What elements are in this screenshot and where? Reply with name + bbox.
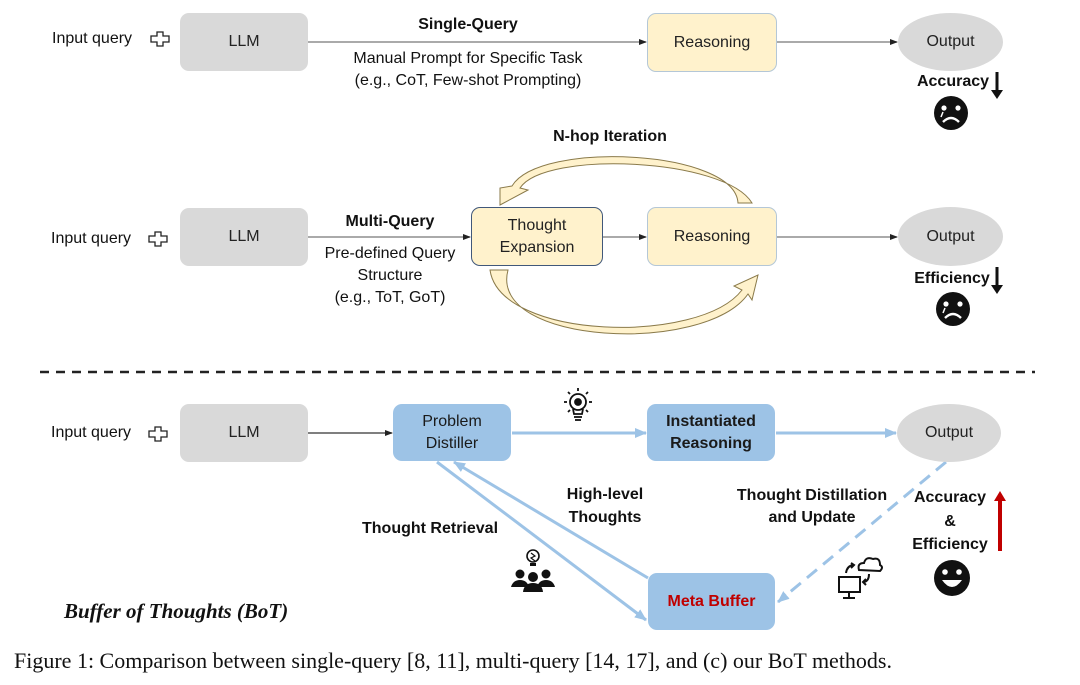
iteration-arrow-bottom [489,269,759,335]
metric-label-accuracy: Accuracy [913,489,987,506]
llm-label: LLM [228,228,260,245]
metric-label-efficiency: Efficiency [912,536,988,553]
instantiated-label-line2: Reasoning [670,434,752,452]
distiller-label-line1: Problem [422,412,482,430]
team-idea-icon [511,549,555,592]
high-level-thoughts-label-line2: Thoughts [568,509,642,526]
metric-label-ampersand: & [944,513,956,530]
output-node: Output [898,207,1003,266]
expansion-label-line2: Expansion [499,238,575,256]
method-title: Multi-Query [345,213,435,230]
input-query-label: Input query [51,424,132,441]
input-query-icon [148,426,168,442]
meta-buffer-box: Meta Buffer [648,573,775,630]
input-query-icon [150,31,170,47]
output-node: Output [897,404,1001,462]
thought-distillation-label-line1: Thought Distillation [736,487,888,504]
llm-label: LLM [228,33,260,50]
thought-retrieval-label: Thought Retrieval [362,520,499,537]
iteration-label: N-hop Iteration [553,128,667,145]
arrow-down-icon [991,267,1003,294]
arrow-high-level-thoughts [453,460,649,580]
distiller-label-line2: Distiller [425,434,479,452]
method-title: Single-Query [418,16,518,33]
meta-buffer-label: Meta Buffer [667,592,756,610]
reasoning-box: Reasoning [647,13,777,72]
output-label: Output [924,424,974,441]
bot-title: Buffer of Thoughts (BoT) [64,599,289,623]
method-description: Manual Prompt for Specific Task [353,50,583,67]
metric-label: Accuracy [916,73,990,90]
high-level-thoughts-label-line1: High-level [566,486,644,503]
reasoning-box: Reasoning [647,207,777,266]
sad-face-icon [936,292,970,326]
computer-cloud-sync-icon [838,557,883,599]
reasoning-label: Reasoning [673,227,751,245]
llm-box: LLM [180,13,308,71]
method-description-2: Structure [357,267,423,284]
input-query-label: Input query [52,30,133,47]
iteration-arrow-top [499,156,753,206]
sad-face-icon [934,96,968,130]
output-node: Output [898,13,1003,71]
thought-expansion-box: Thought Expansion [471,207,603,266]
arrow-up-icon [994,491,1006,551]
input-query-icon [148,231,168,247]
method-description: Pre-defined Query [324,245,456,262]
happy-face-icon [934,560,970,596]
lightbulb-gear-icon [564,388,592,421]
method-examples: (e.g., ToT, GoT) [334,289,446,306]
instantiated-label-line1: Instantiated [666,412,756,430]
llm-box: LLM [180,404,308,462]
llm-box: LLM [180,208,308,266]
instantiated-reasoning-box: Instantiated Reasoning [647,404,775,461]
problem-distiller-box: Problem Distiller [393,404,511,461]
output-label: Output [926,227,975,245]
reasoning-label: Reasoning [673,33,751,51]
output-label: Output [926,33,975,50]
method-examples: (e.g., CoT, Few-shot Prompting) [354,72,582,89]
arrow-thought-distillation [777,460,947,604]
thought-distillation-label-line2: and Update [768,509,856,526]
figure-caption: Figure 1: Comparison between single-quer… [14,648,892,673]
expansion-label-line1: Thought [507,216,567,234]
llm-label: LLM [228,424,260,441]
metric-label: Efficiency [914,270,990,287]
arrow-down-icon [991,72,1003,99]
arrow-thought-retrieval [436,460,647,622]
input-query-label: Input query [51,230,132,247]
